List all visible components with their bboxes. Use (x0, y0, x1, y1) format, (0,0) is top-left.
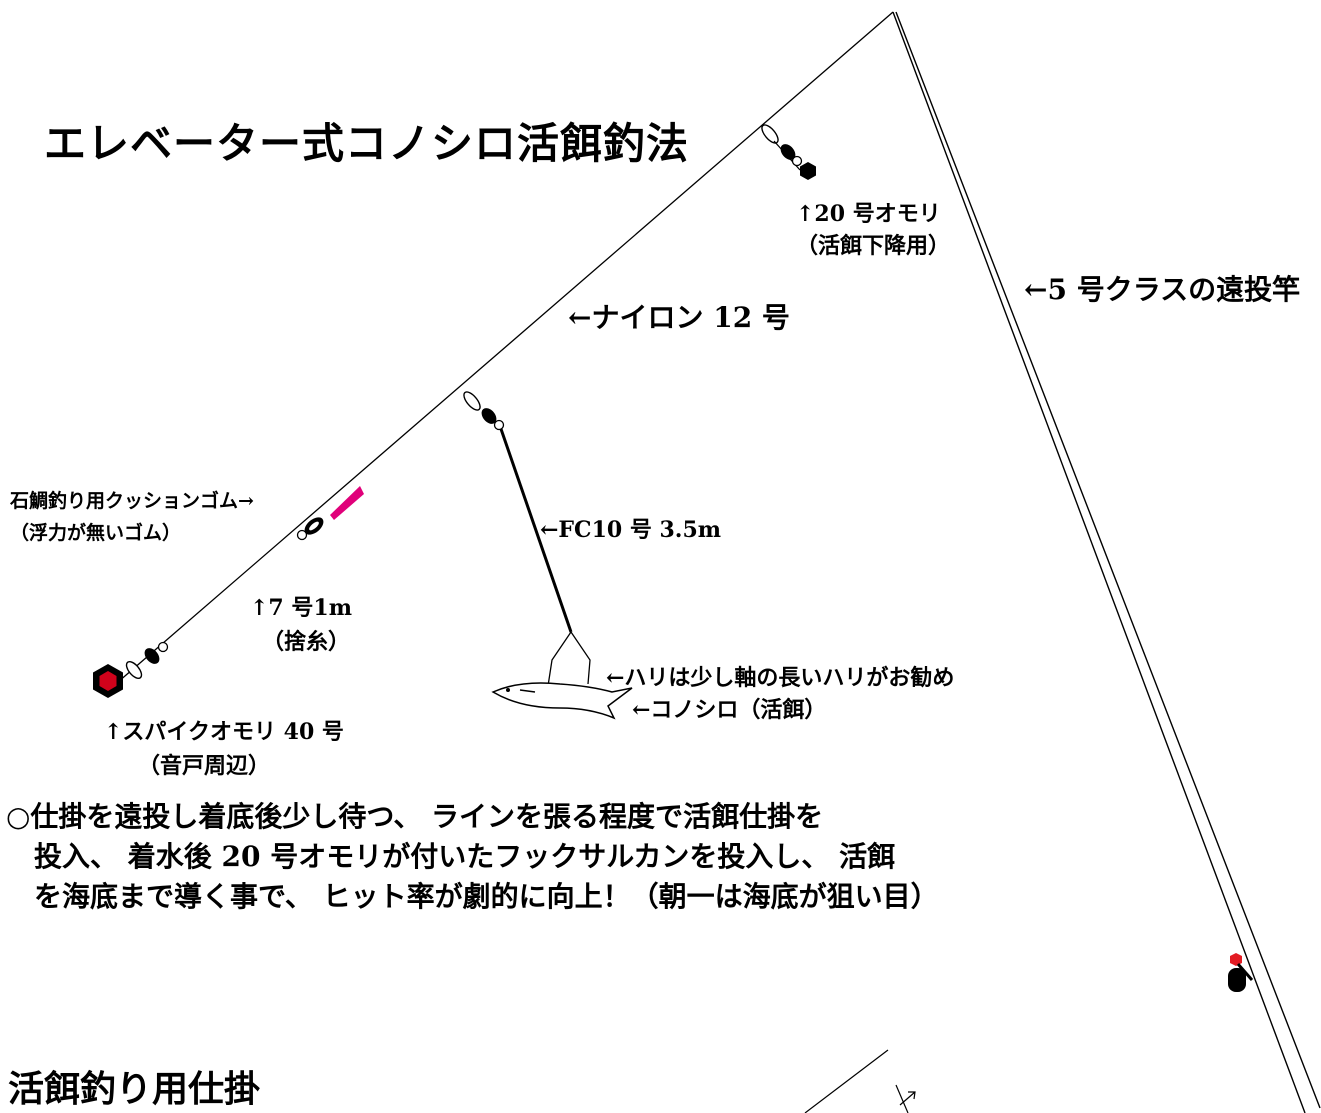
sute-line-sublabel: （捨糸） (262, 629, 351, 655)
middle-sliding-swivel (463, 391, 505, 431)
upper-sliding-swivel (761, 124, 803, 171)
nylon-main-line (117, 11, 894, 683)
lower-swivel (125, 641, 169, 680)
spike-sinker-label: ↑スパイクオモリ 40 号 (104, 719, 344, 745)
hook-label: ←ハリは少し軸の長いハリがお勧め (606, 665, 955, 691)
fc-leader-line (499, 428, 573, 633)
description-line-3: を海底まで導く事で、 ヒット率が劇的に向上！（朝一は海底が狙い目） (34, 880, 939, 913)
konoshiro-bait-fish-icon (491, 682, 633, 720)
second-rig-partial (804, 1049, 916, 1113)
cushion-rubber-sublabel: （浮力が無いゴム） (10, 522, 182, 544)
rod-label: ←5 号クラスの遠投竿 (1024, 273, 1301, 306)
surf-casting-rod (892, 11, 1321, 1113)
description-line-1: ○仕掛を遠投し着底後少し待つ、 ラインを張る程度で活餌仕掛を (6, 800, 824, 833)
sute-line-label: ↑7 号1m (250, 595, 352, 621)
sinker-20-sublabel: （活餌下降用） (796, 233, 951, 259)
page-title: エレベーター式コノシロ活餌釣法 (44, 119, 690, 168)
bait-label: ←コノシロ（活餌） (632, 697, 827, 723)
sinker-20-icon (800, 162, 816, 180)
cushion-swivel (296, 517, 324, 541)
spike-sinker-sublabel: （音戸周辺） (138, 753, 271, 779)
rod-reel-icon (1228, 953, 1254, 992)
nylon-line-label: ←ナイロン 12 号 (568, 301, 790, 334)
spike-sinker-icon (93, 664, 123, 698)
fc-leader-label: ←FC10 号 3.5m (540, 517, 722, 543)
sinker-20-label: ↑20 号オモリ (796, 201, 941, 227)
cushion-rubber-icon (330, 486, 364, 520)
cushion-rubber-label: 石鯛釣り用クッションゴム→ (10, 490, 254, 512)
section-subtitle: 活餌釣り用仕掛 (8, 1068, 261, 1110)
description-line-2: 投入、 着水後 20 号オモリが付いたフックサルカンを投入し、 活餌 (34, 840, 896, 873)
